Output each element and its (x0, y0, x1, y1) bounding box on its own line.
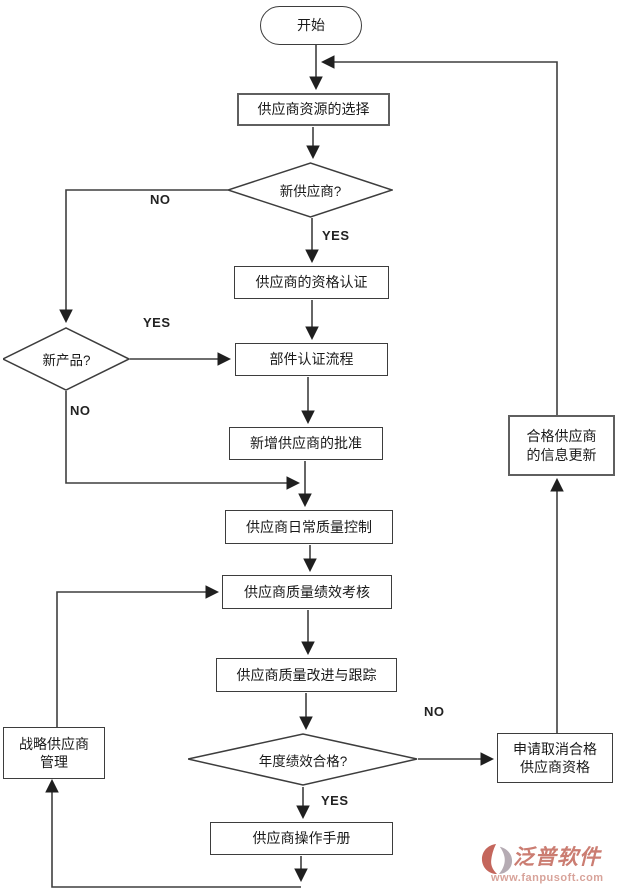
node-strategic-line2: 管理 (40, 754, 68, 770)
fanpu-brand-text: 泛普软件 (513, 846, 601, 869)
decision-annual-performance-label: 年度绩效合格? (258, 753, 348, 769)
node-start: 开始 (260, 6, 362, 45)
edge-newsupplier-no (59, 189, 228, 324)
node-supplier-resource-selection-label: 供应商资源的选择 (257, 101, 370, 118)
node-new-supplier-approval: 新增供应商的批准 (229, 427, 383, 460)
node-daily-quality-control-label: 供应商日常质量控制 (246, 518, 372, 535)
node-start-label: 开始 (297, 17, 325, 34)
fanpu-url-text: www.fanpusoft.com (491, 872, 604, 884)
edge-label-new-supplier-no: NO (150, 192, 171, 207)
fanpu-watermark: 泛普软件 www.fanpusoft.com (479, 841, 617, 889)
node-quality-performance-review-label: 供应商质量绩效考核 (244, 583, 370, 600)
node-cancel-qualification-request: 申请取消合格 供应商资格 (497, 733, 613, 783)
edge-newproduct-no (65, 391, 301, 490)
edge-label-new-product-yes: YES (143, 315, 171, 330)
node-quality-improvement-tracking-label: 供应商质量改进与跟踪 (236, 666, 377, 683)
edge-strategic-to-performance (56, 585, 220, 727)
node-new-supplier-approval-label: 新增供应商的批准 (250, 435, 362, 452)
node-update-line2: 的信息更新 (526, 446, 597, 463)
edge-label-annual-no: NO (424, 704, 445, 719)
node-supplier-operation-manual-label: 供应商操作手册 (252, 830, 351, 847)
node-qualified-supplier-info-update: 合格供应商 的信息更新 (508, 415, 615, 476)
decision-new-product: 新产品? (3, 327, 130, 391)
node-supplier-qualification-label: 供应商的资格认证 (255, 274, 368, 291)
diamond-shape (188, 733, 418, 786)
node-parts-certification: 部件认证流程 (235, 343, 388, 376)
decision-annual-performance: 年度绩效合格? (188, 733, 418, 786)
node-strategic-line1: 战略供应商 (19, 735, 89, 752)
node-quality-performance-review: 供应商质量绩效考核 (222, 575, 392, 609)
node-supplier-resource-selection: 供应商资源的选择 (237, 93, 390, 126)
decision-new-supplier-label: 新供应商? (279, 184, 342, 199)
edge-label-new-product-no: NO (70, 403, 91, 418)
node-supplier-qualification: 供应商的资格认证 (234, 266, 389, 299)
diamond-shape (3, 327, 130, 391)
decision-new-supplier: 新供应商? (228, 162, 393, 218)
edge-label-new-supplier-yes: YES (322, 228, 350, 243)
node-daily-quality-control: 供应商日常质量控制 (225, 510, 393, 544)
diamond-shape (228, 162, 393, 218)
node-supplier-operation-manual: 供应商操作手册 (210, 822, 393, 855)
node-cancel-line2: 供应商资格 (520, 759, 590, 775)
node-strategic-supplier-management: 战略供应商 管理 (3, 727, 105, 779)
node-quality-improvement-tracking: 供应商质量改进与跟踪 (216, 658, 397, 692)
edge-bottom-loop-to-strategic (45, 778, 301, 888)
node-parts-certification-label: 部件认证流程 (269, 351, 354, 368)
fanpu-logo-icon (481, 843, 513, 875)
node-cancel-line1: 申请取消合格 (513, 740, 597, 757)
edge-label-annual-yes: YES (321, 793, 349, 808)
node-update-line1: 合格供应商 (526, 428, 597, 445)
edge-update-return-top (320, 55, 558, 415)
decision-new-product-label: 新产品? (42, 353, 91, 368)
